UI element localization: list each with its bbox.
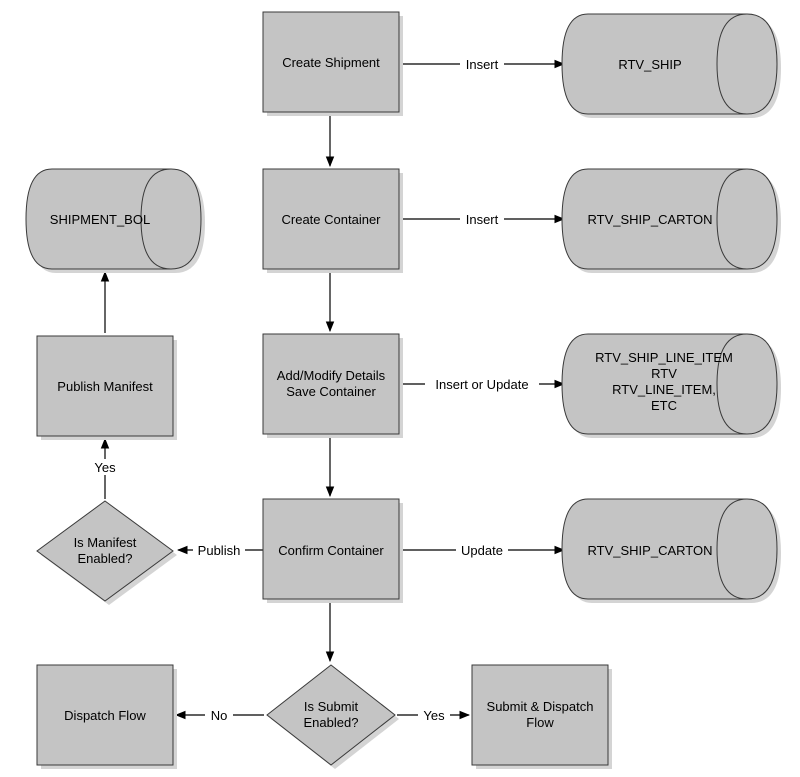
node-dispatch-flow-label: Dispatch Flow [64,708,146,723]
decision-nodes: Is Manifest Enabled? Is Submit Enabled? [36,500,399,769]
node-add-modify-line-1: Add/Modify Details [277,368,386,383]
label-yes-manifest: Yes [94,460,116,475]
db-line-items-line-1: RTV_SHIP_LINE_ITEM [595,350,733,365]
decision-is-manifest-line-1: Is Manifest [74,535,137,550]
process-boxes: Create Shipment Create Container Add/Mod… [36,11,612,769]
node-publish-manifest-label: Publish Manifest [57,379,153,394]
node-create-shipment-label: Create Shipment [282,55,380,70]
node-create-container-label: Create Container [282,212,382,227]
node-submit-dispatch-line-1: Submit & Dispatch [487,699,594,714]
label-insert-1: Insert [466,57,499,72]
node-add-modify-details[interactable]: Add/Modify Details Save Container [262,333,403,438]
label-update: Update [461,543,503,558]
databases: RTV_SHIP RTV_SHIP_CARTON RTV_SHIP_LINE_I… [25,13,781,603]
node-create-shipment[interactable]: Create Shipment [262,11,403,116]
label-no-submit: No [211,708,228,723]
label-yes-submit: Yes [423,708,445,723]
node-submit-dispatch-line-2: Flow [526,715,554,730]
db-shipment-bol[interactable]: SHIPMENT_BOL [25,168,205,273]
label-publish: Publish [198,543,241,558]
db-rtv-ship-label: RTV_SHIP [618,57,681,72]
db-rtv-ship[interactable]: RTV_SHIP [561,13,781,118]
node-create-container[interactable]: Create Container [262,168,403,273]
db-shipment-bol-label: SHIPMENT_BOL [50,212,150,227]
node-dispatch-flow[interactable]: Dispatch Flow [36,664,177,769]
edge-labels: Insert Insert Insert or Update Update Pu… [89,56,539,723]
db-line-items-line-4: ETC [651,398,677,413]
node-publish-manifest[interactable]: Publish Manifest [36,335,177,440]
decision-is-submit-line-1: Is Submit [304,699,359,714]
db-line-items-line-3: RTV_LINE_ITEM, [612,382,716,397]
decision-is-submit-line-2: Enabled? [304,715,359,730]
db-line-items[interactable]: RTV_SHIP_LINE_ITEM RTV RTV_LINE_ITEM, ET… [561,333,781,438]
db-rtv-ship-carton-insert[interactable]: RTV_SHIP_CARTON [561,168,781,273]
decision-is-manifest-line-2: Enabled? [78,551,133,566]
node-confirm-container[interactable]: Confirm Container [262,498,403,603]
label-insert-2: Insert [466,212,499,227]
decision-is-submit-enabled[interactable]: Is Submit Enabled? [266,664,399,769]
node-submit-dispatch-flow[interactable]: Submit & Dispatch Flow [471,664,612,769]
db-rtv-ship-carton-1-label: RTV_SHIP_CARTON [588,212,713,227]
label-insert-or-update: Insert or Update [435,377,528,392]
db-rtv-ship-carton-update[interactable]: RTV_SHIP_CARTON [561,498,781,603]
db-line-items-line-2: RTV [651,366,677,381]
node-add-modify-line-2: Save Container [286,384,376,399]
decision-is-manifest-enabled[interactable]: Is Manifest Enabled? [36,500,177,605]
node-confirm-container-label: Confirm Container [278,543,384,558]
db-rtv-ship-carton-2-label: RTV_SHIP_CARTON [588,543,713,558]
